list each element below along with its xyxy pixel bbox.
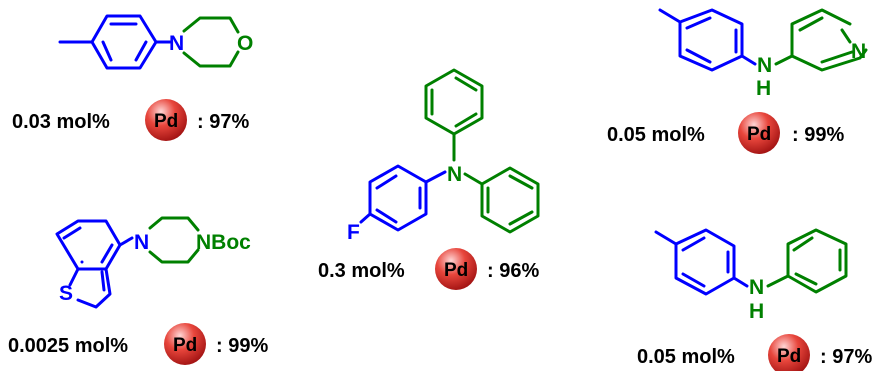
- catalyst-loading: 0.05 mol%: [637, 346, 735, 368]
- pd-ball-icon: [435, 248, 477, 290]
- nitrogen-atom-label: N: [169, 32, 184, 55]
- catalyst-loading: 0.03 mol%: [12, 111, 110, 133]
- pd-ball-icon: [738, 112, 780, 154]
- tolyl-ring: [654, 228, 749, 296]
- pd-label: Pd: [173, 335, 197, 356]
- tolyl-ring: [58, 14, 172, 70]
- morpholine-ring: [182, 16, 240, 68]
- compound-fluoro-triphenylamine: F N: [347, 68, 540, 244]
- compound-benzothiophene-piperazine: S N NBoc: [55, 216, 251, 309]
- pd-label: Pd: [777, 346, 801, 367]
- caption-compound-2: 0.05 mol% Pd : 99%: [607, 112, 844, 154]
- pd-label: Pd: [747, 124, 771, 145]
- yield-value: : 97%: [820, 346, 872, 368]
- yield-value: : 99%: [216, 335, 268, 357]
- yield-value: : 97%: [197, 111, 249, 133]
- nboc-group-label: NBoc: [196, 231, 251, 254]
- hydrogen-atom-label: H: [749, 300, 764, 323]
- caption-compound-5: 0.05 mol% Pd : 97%: [637, 334, 872, 371]
- nitrogen-atom-label: N: [749, 276, 764, 299]
- benzothiophene-ring: [55, 219, 134, 309]
- caption-compound-4: 0.0025 mol% Pd : 99%: [8, 323, 268, 365]
- compound-tolyl-aminopyridine: N H N: [658, 8, 868, 100]
- compound-tolyl-aniline: N H: [654, 228, 848, 323]
- piperazine-ring: [148, 216, 200, 264]
- nitrogen-atom-label: N: [134, 231, 149, 254]
- catalyst-loading: 0.3 mol%: [318, 260, 405, 282]
- fluorophenyl-ring: [359, 164, 447, 232]
- caption-compound-1: 0.03 mol% Pd : 97%: [12, 99, 249, 141]
- phenyl-ring-right: [463, 166, 540, 234]
- oxygen-atom-label: O: [237, 32, 253, 55]
- sulfur-atom-label: S: [59, 282, 73, 305]
- pyridine-nitrogen-label: N: [851, 40, 866, 63]
- pd-ball-icon: [164, 323, 206, 365]
- pd-ball-icon: [145, 99, 187, 141]
- pd-label: Pd: [154, 111, 178, 132]
- nitrogen-atom-label: N: [447, 163, 462, 186]
- fluorine-atom-label: F: [347, 221, 360, 244]
- nitrogen-atom-label: N: [757, 54, 772, 77]
- compound-tolyl-morpholine: N O: [58, 14, 253, 70]
- pyridine-ring: [774, 8, 868, 72]
- caption-compound-3: 0.3 mol% Pd : 96%: [318, 248, 539, 290]
- yield-value: : 96%: [487, 260, 539, 282]
- yield-value: : 99%: [792, 124, 844, 146]
- tolyl-ring: [658, 8, 757, 72]
- hydrogen-atom-label: H: [756, 77, 771, 100]
- catalyst-loading: 0.05 mol%: [607, 124, 705, 146]
- phenyl-ring: [766, 228, 848, 294]
- catalyst-loading: 0.0025 mol%: [8, 335, 128, 357]
- pd-ball-icon: [768, 334, 810, 371]
- phenyl-ring-top: [424, 68, 484, 162]
- pd-label: Pd: [444, 260, 468, 281]
